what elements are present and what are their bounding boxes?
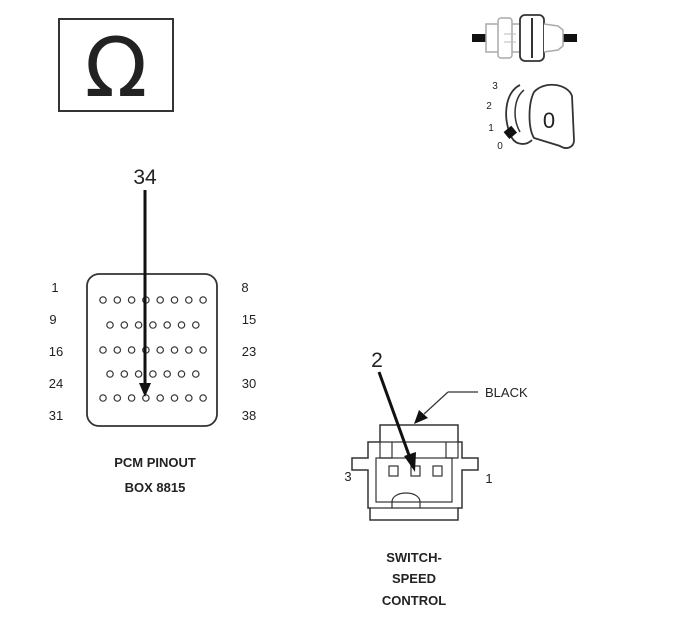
wire-color-leader: BLACK — [414, 385, 528, 424]
ignition-key-icon: 3 2 1 0 0 — [486, 81, 575, 152]
pcm-pin — [127, 296, 136, 304]
pcm-caption-line1: PCM PINOUT — [114, 455, 196, 470]
switch-right-pin-label: 1 — [485, 471, 492, 486]
key-selected-position: 0 — [543, 108, 555, 133]
pcm-pin — [134, 321, 143, 329]
pcm-row-label: 23 — [242, 344, 256, 359]
pcm-pin-callout: 34 — [133, 166, 157, 397]
wire-color-label: BLACK — [485, 385, 528, 400]
pcm-pin — [149, 370, 157, 378]
pcm-row-label: 38 — [242, 408, 256, 423]
pcm-pin — [99, 394, 107, 402]
pcm-pin — [127, 394, 136, 402]
pcm-pin — [170, 394, 179, 402]
pcm-pin — [185, 394, 193, 402]
pcm-pin — [127, 346, 136, 354]
pcm-pin — [163, 321, 172, 329]
pcm-pin — [199, 394, 207, 402]
pcm-pin — [177, 370, 186, 378]
pcm-pin — [170, 296, 179, 304]
pcm-pin — [99, 296, 107, 304]
pcm-pin — [106, 370, 114, 378]
pcm-pin — [185, 346, 193, 354]
key-position-0: 0 — [497, 141, 503, 152]
pcm-row-label: 16 — [49, 344, 63, 359]
pcm-pin — [170, 346, 179, 354]
pcm-row-label: 1 — [51, 280, 58, 295]
pcm-pin — [199, 296, 207, 304]
pcm-pin — [185, 296, 193, 304]
key-position-2: 2 — [486, 101, 492, 112]
pcm-pin — [163, 370, 172, 378]
pcm-pin — [156, 394, 165, 402]
ohm-symbol: Ω — [85, 21, 148, 116]
pcm-row-label: 31 — [49, 408, 63, 423]
speed-control-connector — [351, 424, 479, 521]
pcm-pin — [142, 394, 150, 402]
pcm-row-label: 9 — [49, 312, 56, 327]
pcm-pin-grid — [99, 296, 207, 402]
pcm-pin — [134, 370, 143, 378]
pcm-pin — [120, 370, 129, 378]
ohmmeter-icon: Ω — [58, 18, 174, 116]
switch-left-pin-label: 3 — [344, 469, 351, 484]
pcm-pin — [177, 321, 186, 329]
connector-probe-icon — [472, 14, 577, 62]
pcm-row-label: 30 — [242, 376, 256, 391]
pcm-caption-line2: BOX 8815 — [125, 480, 186, 495]
pcm-pin — [99, 346, 107, 354]
pcm-row-labels-left: 1 9 16 24 31 — [49, 280, 63, 423]
switch-pin-number: 2 — [371, 349, 383, 372]
pcm-pin-number: 34 — [133, 166, 157, 189]
key-position-3: 3 — [492, 81, 498, 92]
key-position-1: 1 — [488, 123, 494, 134]
pcm-pin — [192, 321, 200, 329]
pcm-connector — [86, 273, 218, 427]
pcm-pin — [192, 370, 200, 378]
pcm-pin — [120, 321, 129, 329]
pcm-pin — [149, 321, 157, 329]
pcm-pin — [156, 296, 165, 304]
pcm-pin — [199, 346, 207, 354]
pcm-row-label: 24 — [49, 376, 63, 391]
switch-pin-callout: 2 — [371, 349, 416, 472]
pcm-pin — [113, 296, 122, 304]
pcm-row-label: 15 — [242, 312, 256, 327]
pcm-pin — [106, 321, 114, 329]
pcm-row-label: 8 — [241, 280, 248, 295]
pcm-row-labels-right: 8 15 23 30 38 — [241, 280, 256, 423]
switch-caption-line2: SPEED — [392, 571, 436, 586]
pcm-pin — [156, 346, 165, 354]
switch-caption-line3: CONTROL — [382, 593, 446, 608]
pcm-pin — [113, 394, 122, 402]
pcm-pin — [113, 346, 122, 354]
switch-caption-line1: SWITCH- — [386, 550, 442, 565]
